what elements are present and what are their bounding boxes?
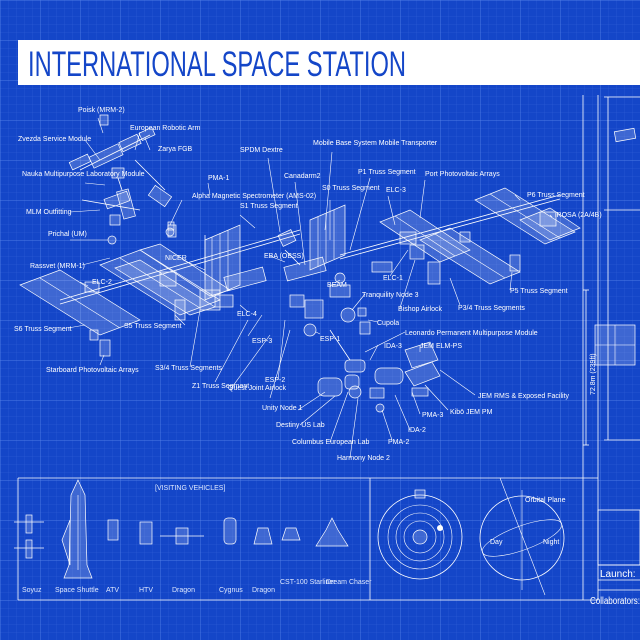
vehicle-label-dragon: Dragon xyxy=(172,587,195,594)
atv-icon xyxy=(107,519,119,541)
label-bishop: Bishop Airlock xyxy=(398,306,442,313)
launch-label: Launch: xyxy=(600,569,636,580)
label-robotic-arm: European Robotic Arm xyxy=(130,125,201,132)
vehicle-label-atv: ATV xyxy=(106,587,119,594)
night-label: Night xyxy=(543,539,559,546)
title-band: INTERNATIONAL SPACE STATION xyxy=(18,40,640,85)
label-s0: S0 Truss Segment xyxy=(322,185,380,192)
label-zvezda: Zvezda Service Module xyxy=(18,136,91,143)
port-truss xyxy=(339,127,637,366)
label-jem-rms: JEM RMS & Exposed Facility xyxy=(478,393,570,400)
label-s34: S3/4 Truss Segments xyxy=(155,365,222,372)
visiting-vehicles-panel: [VISITING VEHICLES] Soyuz Space Shuttle … xyxy=(14,479,372,594)
htv-icon xyxy=(139,521,153,545)
label-zarya: Zarya FGB xyxy=(158,146,193,153)
label-elc3: ELC-3 xyxy=(386,187,406,194)
label-mbs: Mobile Base System Mobile Transporter xyxy=(313,140,438,147)
label-ida3: IDA-3 xyxy=(384,343,402,350)
soyuz-icon xyxy=(14,514,44,559)
us-segment-core xyxy=(277,204,441,413)
label-prichal: Prichal (UM) xyxy=(48,231,87,238)
label-kibo: Kibō JEM PM xyxy=(450,409,493,416)
label-canadarm: Canadarm2 xyxy=(284,173,321,180)
vehicle-label-dragon2: Dragon xyxy=(252,587,275,594)
label-tranquility: Tranquility Node 3 xyxy=(362,292,419,299)
label-esp2: ESP-2 xyxy=(265,377,285,384)
label-unity: Unity Node 1 xyxy=(262,405,303,412)
frame xyxy=(17,95,640,601)
label-pma2: PMA-2 xyxy=(388,439,410,446)
label-z1: Z1 Truss Segment xyxy=(192,383,249,390)
day-label: Day xyxy=(490,539,503,546)
label-eba: EBA (OBSS) xyxy=(264,253,304,260)
label-esp1: ESP-1 xyxy=(320,336,340,343)
russian-segment xyxy=(68,114,177,245)
vehicle-label-htv: HTV xyxy=(139,587,153,594)
dream-chaser-icon xyxy=(315,517,349,547)
label-nicer: NICER xyxy=(165,255,187,262)
label-leonardo: Leonardo Permanent Multipurpose Module xyxy=(405,330,538,337)
label-rassvet: Rassvet (MRM-1) xyxy=(30,263,85,270)
vehicle-label-soyuz: Soyuz xyxy=(22,587,42,594)
label-starboard: Starboard Photovoltaic Arrays xyxy=(46,367,139,374)
dragon-icon xyxy=(160,527,204,545)
label-harmony: Harmony Node 2 xyxy=(337,455,390,462)
label-p5: P5 Truss Segment xyxy=(510,288,568,295)
label-p1: P1 Truss Segment xyxy=(358,169,416,176)
label-destiny: Destiny US Lab xyxy=(276,422,325,429)
label-ams: Alpha Magnetic Spectrometer (AMS-02) xyxy=(192,193,316,200)
label-s1: S1 Truss Segment xyxy=(240,203,298,210)
label-elc2: ELC-2 xyxy=(92,279,112,286)
collaborators-label: Collaborators: xyxy=(590,596,640,607)
label-p6: P6 Truss Segment xyxy=(527,192,585,199)
label-ida2: IDA-2 xyxy=(408,427,426,434)
label-esp3: ESP-3 xyxy=(252,338,272,345)
space-shuttle-icon xyxy=(61,479,93,579)
label-beam: BEAM xyxy=(327,282,347,289)
starboard-truss xyxy=(19,221,301,357)
orbital-plane-label: Orbital Plane xyxy=(525,497,566,504)
vehicle-label-dream-chaser: Dream Chaser xyxy=(326,579,372,586)
page-title: INTERNATIONAL SPACE STATION xyxy=(28,45,406,84)
starliner-icon xyxy=(281,527,301,541)
label-nauka: Nauka Multipurpose Laboratory Module xyxy=(22,171,145,178)
dragon2-icon xyxy=(253,527,273,545)
component-labels: Poisk (MRM-2) European Robotic Arm Zvezd… xyxy=(14,107,602,462)
vehicle-label-starliner: CST-100 Starliner xyxy=(280,579,336,586)
label-jem-elm: JEM ELM-PS xyxy=(420,343,462,350)
label-irosa: iROSA (2A/4B) xyxy=(555,212,602,219)
label-port: Port Photovoltaic Arrays xyxy=(425,171,500,178)
label-mlm: MLM Outfitting xyxy=(26,209,72,216)
label-s5: S5 Truss Segment xyxy=(124,323,182,330)
label-pma1: PMA-1 xyxy=(208,175,230,182)
orbit-diagrams: Orbital Plane Day Night xyxy=(377,477,566,596)
label-pma3: PMA-3 xyxy=(422,412,444,419)
label-quest: Quest Joint Airlock xyxy=(228,385,286,392)
label-cupola: Cupola xyxy=(377,320,399,327)
visiting-header: [VISITING VEHICLES] xyxy=(155,485,225,492)
leader-lines xyxy=(67,117,553,459)
vehicle-label-shuttle: Space Shuttle xyxy=(55,587,99,594)
label-spdm: SPDM Dextre xyxy=(240,147,283,154)
label-elc1: ELC-1 xyxy=(383,275,403,282)
label-columbus: Columbus European Lab xyxy=(292,439,370,446)
vehicle-label-cygnus: Cygnus xyxy=(219,587,243,594)
label-length: 72.8m (239ft) xyxy=(590,353,597,395)
label-s6: S6 Truss Segment xyxy=(14,326,72,333)
label-poisk: Poisk (MRM-2) xyxy=(78,107,125,114)
label-p34: P3/4 Truss Segments xyxy=(458,305,525,312)
cygnus-icon xyxy=(223,517,237,545)
label-elc4: ELC-4 xyxy=(237,311,257,318)
info-block: Launch: Collaborators: xyxy=(590,569,640,607)
